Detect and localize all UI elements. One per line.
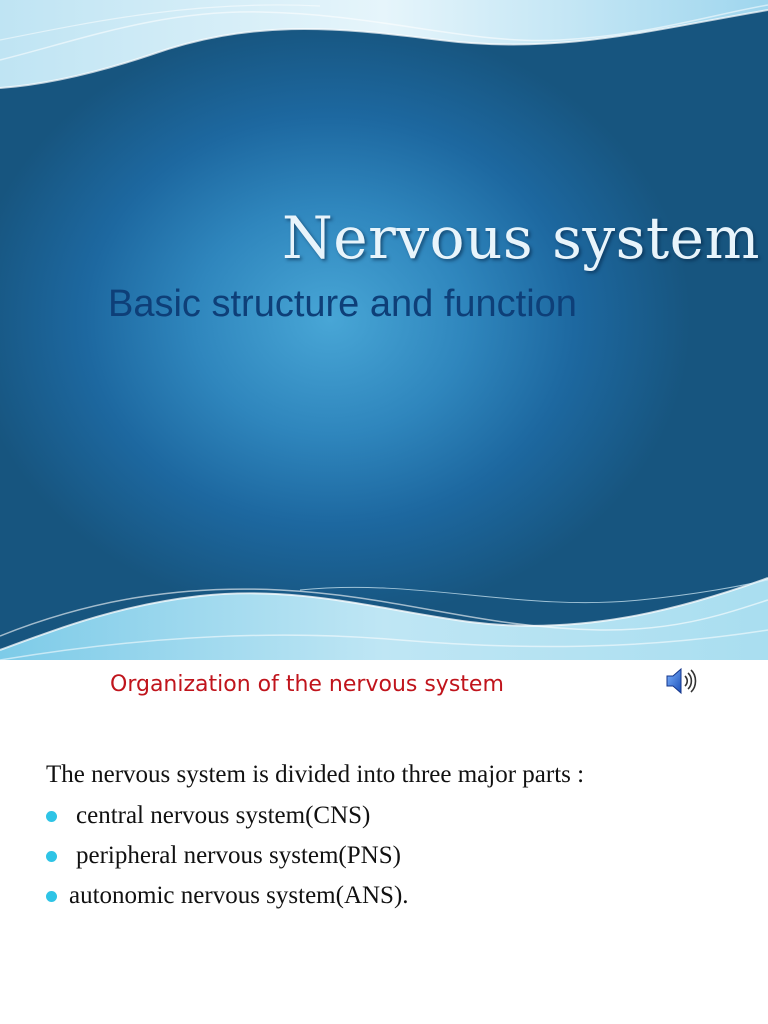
slide-title: Nervous system	[282, 204, 760, 272]
bullet-icon	[46, 851, 57, 862]
speaker-icon[interactable]	[664, 666, 698, 696]
list-item-text: central nervous system(CNS)	[76, 802, 371, 829]
decorative-waves	[0, 0, 768, 660]
section-heading: Organization of the nervous system	[110, 672, 504, 697]
bullet-icon	[46, 891, 57, 902]
content-slide: Organization of the nervous system The n…	[0, 660, 768, 1024]
slide-subtitle: Basic structure and function	[108, 283, 577, 325]
intro-paragraph: The nervous system is divided into three…	[46, 761, 585, 788]
bullet-icon	[46, 811, 57, 822]
list-item-text: peripheral nervous system(PNS)	[76, 842, 401, 869]
title-slide: Nervous system Basic structure and funct…	[0, 0, 768, 660]
list-item-text: autonomic nervous system(ANS).	[69, 882, 409, 909]
